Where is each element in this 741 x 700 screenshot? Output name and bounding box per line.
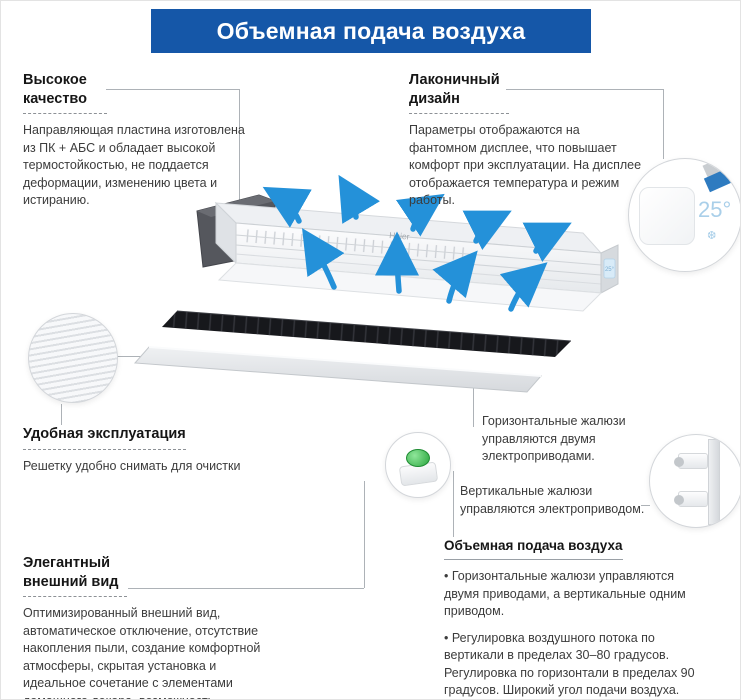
heading-high-quality: Высокое качество xyxy=(23,71,107,115)
leader-line xyxy=(128,588,364,589)
section-high-quality: Высокое качество Направляющая пластина и… xyxy=(23,71,251,210)
motor-cap xyxy=(674,457,684,467)
heading-elegant-design: Элегантный внешний вид xyxy=(23,554,127,598)
text-laconic-design: Параметры отображаются на фантомном дисп… xyxy=(409,123,642,208)
ac-unit-body: Haier 25° xyxy=(133,194,619,393)
vertical-louver-bar xyxy=(708,439,720,525)
airflow-arrows xyxy=(262,174,572,312)
leader-line xyxy=(506,89,663,90)
section-laconic-design: Лаконичный дизайн Параметры отображаются… xyxy=(409,71,647,210)
leader-line xyxy=(641,505,650,506)
phantom-display-panel xyxy=(639,187,695,245)
leader-line xyxy=(453,471,454,537)
motor-green-cap xyxy=(406,449,430,467)
heading-air-supply: Объемная подача воздуха xyxy=(444,537,623,561)
air-supply-bullet: • Горизонтальные жалюзи управляются двум… xyxy=(444,569,686,619)
snowflake-icon: ❆ xyxy=(707,230,717,242)
section-easy-use: Удобная эксплуатация Решетку удобно сним… xyxy=(23,425,263,475)
unit-display-value: 25° xyxy=(605,267,615,273)
leader-line xyxy=(61,404,62,425)
section-elegant-design: Элегантный внешний вид Оптимизированный … xyxy=(23,554,275,699)
text-high-quality: Направляющая пластина изготовлена из ПК … xyxy=(23,123,245,208)
section-air-supply: Объемная подача воздуха • Горизонтальные… xyxy=(444,537,696,699)
text-horizontal-louvers: Горизонтальные жалюзи управляются двумя … xyxy=(482,414,626,463)
ac-unit-illustration: Haier 25° xyxy=(133,174,619,393)
vertical-motor xyxy=(674,491,708,507)
motor-cap xyxy=(674,495,684,505)
leader-line xyxy=(106,89,239,90)
vertical-motor xyxy=(674,453,708,469)
display-temperature: 25° xyxy=(698,197,732,222)
heading-laconic-design: Лаконичный дизайн xyxy=(409,71,509,115)
callout-grille-zoom xyxy=(28,313,118,403)
leader-line xyxy=(663,89,664,159)
leader-line xyxy=(239,89,240,201)
heading-easy-use: Удобная эксплуатация xyxy=(23,425,186,450)
callout-vertical-motors-zoom xyxy=(649,434,740,528)
callout-horizontal-motor-zoom xyxy=(385,432,451,498)
leader-line xyxy=(473,387,474,427)
text-elegant-design: Оптимизированный внешний вид, автоматиче… xyxy=(23,606,261,699)
leader-line xyxy=(364,481,365,588)
text-easy-use: Решетку удобно снимать для очистки xyxy=(23,458,241,473)
brand-logo: Haier xyxy=(389,230,410,242)
leader-line xyxy=(117,356,155,357)
page-title: Объемная подача воздуха xyxy=(151,9,591,53)
air-supply-bullet: • Регулировка воздушного потока по верти… xyxy=(444,630,695,698)
text-vertical-louvers: Вертикальные жалюзи управляются электроп… xyxy=(460,484,645,516)
callout-display-zoom: 25° ❆ xyxy=(628,158,740,272)
